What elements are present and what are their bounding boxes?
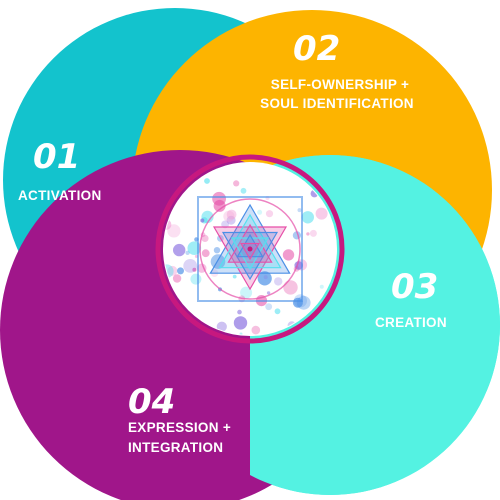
splash-dot [177,267,184,275]
splash-dot [201,210,214,223]
step-number: 03 [391,267,438,307]
splash-dot [233,316,248,330]
splash-dot [240,187,247,194]
splash-dot [319,284,324,289]
yantra-triangle [209,203,291,274]
splash-dot [265,303,273,311]
splash-dot [283,280,298,295]
splash-dot [306,232,310,236]
splash-dot [257,209,263,215]
splash-dot [201,234,209,242]
splash-dot [221,220,230,229]
step-label-line: EXPRESSION + [128,420,231,435]
splash-dot [167,224,181,238]
splash-dot [251,325,261,335]
splash-dot [187,241,202,255]
step-number: 04 [128,382,175,422]
yantra-triangle [236,233,264,258]
splash-dot [232,274,237,279]
splash-dot [297,208,302,213]
step-02: 02 SELF-OWNERSHIP + SOUL IDENTIFICATION [260,29,414,111]
splash-dot [274,277,283,286]
splash-dot [315,207,328,220]
yantra-triangle [221,231,279,281]
sri-yantra-icon [197,196,303,302]
splash-dot [216,321,227,332]
step-label-line: ACTIVATION [18,188,102,203]
splash-dot [240,286,253,299]
splash-dot [226,209,237,220]
step-01: 01 ACTIVATION [18,137,102,203]
step-03: 03 CREATION [375,267,447,330]
splash-dot [167,265,178,276]
splash-dot [237,309,242,315]
step-number: 01 [33,137,80,177]
splash-dot [301,211,314,224]
splash-dot [257,271,272,286]
splash-dot [226,215,236,225]
step-label-line: INTEGRATION [128,440,223,455]
medallion-ring [155,154,345,344]
yantra-circle [199,198,301,300]
yantra-triangle [218,213,282,269]
splash-dot [213,199,226,212]
yantra-triangle [230,237,270,271]
yantra-square [197,196,303,302]
splash-dot [274,308,281,315]
step-label-line: SOUL IDENTIFICATION [260,96,414,111]
splash-dot [309,229,317,237]
center-medallion [155,154,345,344]
splash-dot [172,274,182,283]
step-label-line: CREATION [375,315,447,330]
splash-dot [213,247,221,254]
splash-dot [282,249,295,261]
splash-dot [200,218,205,223]
splash-dot [190,273,202,285]
step-number: 02 [293,29,340,69]
splash-dot [233,180,240,187]
yantra-bindu [247,246,253,252]
splash-dot [263,275,268,280]
step-label-line: SELF-OWNERSHIP + [271,77,409,92]
splash-dot [201,249,210,258]
splash-dot [204,178,210,184]
splash-dot [223,210,235,222]
splash-dot [173,243,186,257]
step-04: 04 EXPRESSION + INTEGRATION [128,382,231,455]
splash-dot [265,210,274,218]
splash-dot [266,291,271,295]
splash-dot [192,267,197,272]
splash-dot [183,259,198,273]
